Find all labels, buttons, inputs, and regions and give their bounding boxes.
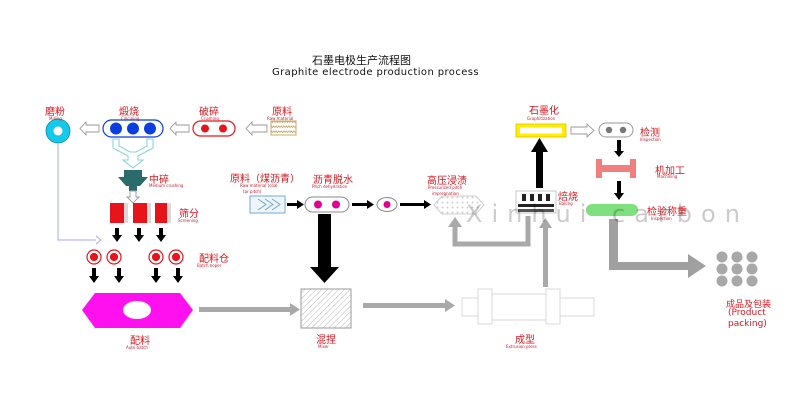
- label-machining: 机加工: [655, 166, 685, 177]
- label-calcining: 煅烧: [119, 107, 139, 118]
- label-raw-material-en: Raw material: [267, 116, 294, 121]
- crushing-unit: [192, 120, 236, 137]
- extrusion-press: [461, 288, 595, 325]
- coal-tar-pitch-box: [249, 195, 286, 214]
- arrow-tank-to-impregnation: [400, 200, 431, 209]
- label-graphitization: 石墨化: [529, 106, 559, 117]
- arrow-dehydration-to-tank: [352, 200, 374, 209]
- label-impregnation-en1: Pressurized pitch: [428, 185, 463, 190]
- label-graphitization-en: Graphitization: [527, 116, 556, 121]
- arrow-machining-to-final: [614, 181, 624, 200]
- label-coal-tar-pitch: 原料（煤沥青）: [230, 174, 300, 185]
- calcining-kiln: [102, 119, 164, 138]
- watermark: Xinhui carbon: [466, 200, 749, 228]
- arrows-hopper-to-batch: [89, 268, 183, 283]
- label-impregnation-en2: impregnation: [432, 191, 459, 196]
- loop-arrowhead: [448, 217, 462, 227]
- title-en: Graphite electrode production process: [272, 67, 479, 78]
- loop-baking-impregnation: [452, 216, 531, 247]
- arrow-final-to-packing: [609, 219, 706, 278]
- label-batch-hopper: 配料仓: [199, 254, 229, 265]
- machining-unit: [596, 159, 636, 178]
- arrow-batch-to-mixer: [199, 303, 300, 316]
- label-baking-en: Baking: [559, 201, 573, 206]
- label-medium-crushing: 中碎: [149, 175, 169, 186]
- label-pitch-dehydration-en: Pitch dehydration: [312, 184, 348, 189]
- label-mixer: 混捏: [316, 335, 336, 346]
- label-milling-en: Milling: [49, 116, 62, 121]
- arrow-baking-to-graphitization: [531, 138, 548, 188]
- label-inspection-en: Inspection: [640, 137, 661, 142]
- product-packing: [716, 251, 758, 287]
- pitch-tank: [376, 197, 398, 212]
- label-inspection: 检测: [640, 128, 660, 139]
- label-milling: 磨粉: [45, 107, 65, 118]
- label-screening-en: Screening: [178, 218, 198, 223]
- arrow-mixer-to-extrusion: [363, 299, 455, 312]
- arrow-milling-to-hopper: [57, 144, 102, 245]
- label-auto-batch: 配料: [130, 336, 150, 347]
- raw-material-box: [270, 120, 297, 136]
- label-batch-hopper-en: Batch hoper: [197, 263, 222, 268]
- label-impregnation: 高压浸渍: [427, 176, 467, 187]
- milling-disc: [45, 118, 71, 144]
- label-crushing: 破碎: [199, 107, 219, 118]
- label-coal-tar-pitch-en2: tar pitch): [243, 189, 262, 194]
- label-packing-en1: (Product: [728, 308, 766, 318]
- label-screening: 筛分: [179, 209, 199, 220]
- label-coal-tar-pitch-en1: Raw material (coal: [240, 183, 278, 188]
- arrow-calcining-to-milling: [79, 120, 100, 137]
- arrow-graphitization-to-inspection: [570, 122, 595, 139]
- title-zh: 石墨电极生产流程图: [312, 54, 411, 67]
- label-pitch-dehydration: 沥青脱水: [313, 175, 353, 186]
- screening-units: [110, 203, 171, 223]
- label-auto-batch-en: Auto batch: [126, 345, 148, 350]
- label-final-inspection-en: Inspection: [651, 216, 672, 221]
- mixer-unit: [300, 288, 352, 329]
- label-calcining-en: Calcining: [121, 116, 140, 121]
- inspection-unit: [598, 122, 634, 138]
- baking-furnace: [515, 190, 557, 214]
- medium-crushing-funnel: [118, 170, 148, 191]
- label-raw-material: 原料: [272, 107, 292, 118]
- auto-batch-unit: [82, 293, 193, 328]
- pitch-dehydration-unit: [304, 196, 350, 213]
- graphitization-furnace: [515, 123, 567, 138]
- arrow-pitch-to-dehydration: [287, 200, 304, 209]
- label-packing: 成品及包装: [726, 300, 772, 310]
- arrow-medium-to-screening: [125, 190, 141, 204]
- arrows-screening-to-hopper: [112, 228, 166, 242]
- arrow-raw-to-crushing: [245, 120, 268, 137]
- final-inspection-unit: [586, 204, 638, 216]
- label-extrusion: 成型: [515, 335, 535, 346]
- arrow-calcining-to-medium-crushing: [112, 138, 154, 169]
- label-crushing-en: Crushing: [201, 116, 219, 121]
- impregnation-vessel: [433, 195, 485, 215]
- label-machining-en: Machining: [657, 174, 678, 179]
- label-mixer-en: Mixer: [318, 344, 329, 349]
- label-extrusion-en: Extrusion press: [506, 344, 537, 349]
- batch-hoppers: [86, 249, 184, 265]
- arrow-pitch-to-mixer: [310, 214, 339, 283]
- arrow-extrusion-to-baking: [539, 218, 552, 287]
- label-baking: 焙烧: [558, 192, 578, 203]
- label-medium-crushing-en: Medium crushing: [149, 183, 184, 188]
- label-packing-en2: packing): [728, 319, 767, 329]
- label-final-inspection: 检验称重: [647, 207, 687, 218]
- arrow-inspection-to-machining: [614, 140, 624, 157]
- arrow-crushing-to-calcining: [169, 120, 190, 137]
